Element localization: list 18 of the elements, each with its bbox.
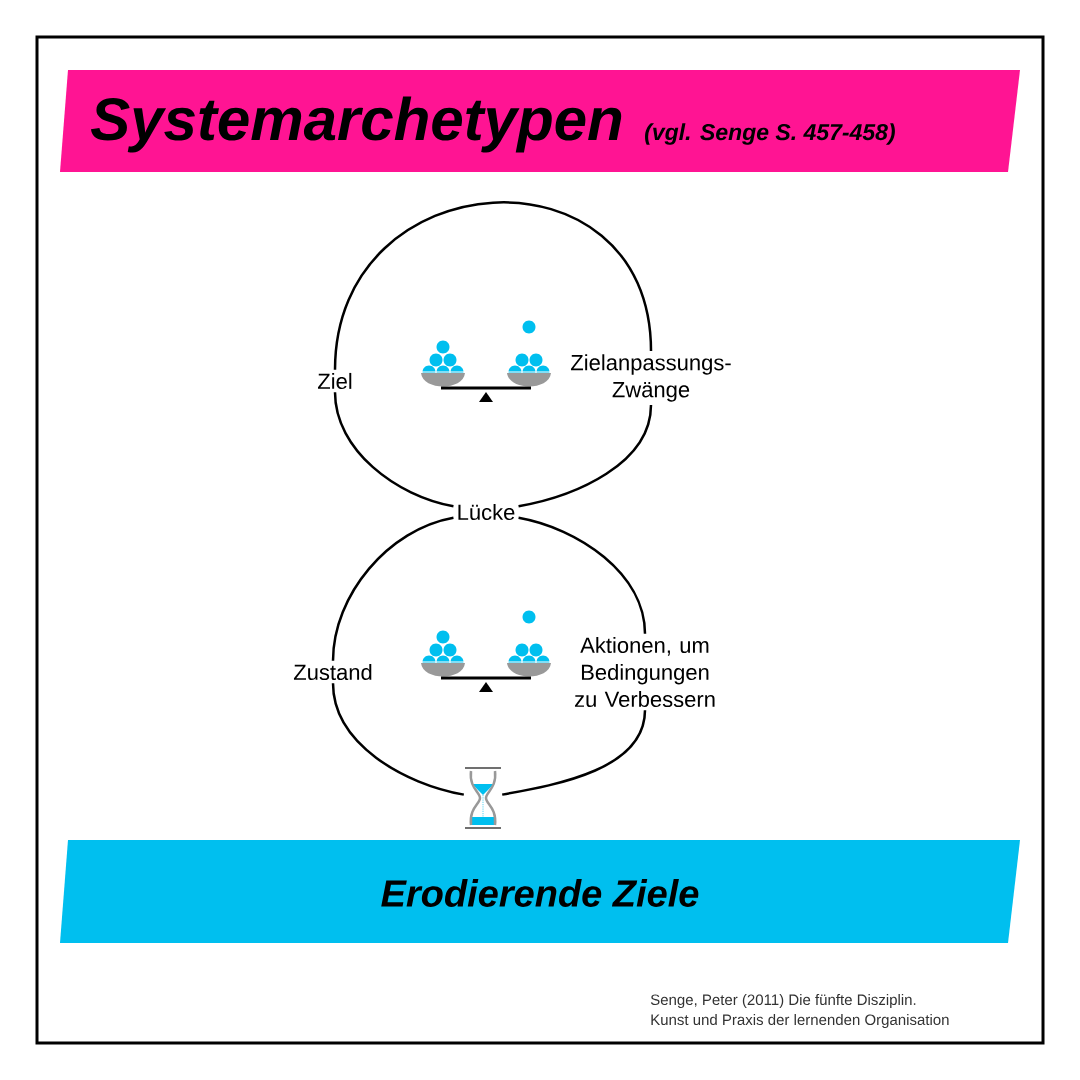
subtitle: (vgl. Senge S. 457-458) bbox=[645, 123, 895, 145]
loop-arc bbox=[333, 392, 454, 508]
hourglass-icon bbox=[464, 767, 502, 829]
loop-arc bbox=[518, 516, 647, 634]
title: Systemarchetypen bbox=[90, 96, 622, 153]
loop-arc bbox=[518, 404, 653, 508]
loop-label: Aktionen, um Bedingungen zu Verbessern bbox=[557, 633, 733, 711]
loop-arc bbox=[502, 710, 647, 796]
caption: Erodierende Ziele bbox=[381, 879, 699, 907]
reference-text: Senge, Peter (2011) Die fünfte Disziplin. bbox=[650, 994, 916, 1008]
loop-label: Zustand bbox=[290, 660, 376, 684]
loop-arc bbox=[333, 201, 653, 370]
reference-text: Kunst und Praxis der lernenden Organisation bbox=[651, 1014, 949, 1028]
loop-arc bbox=[331, 516, 454, 661]
loop-label: Zielanpassungs- Zwänge bbox=[553, 351, 749, 405]
loop-label: Ziel bbox=[314, 369, 356, 393]
loop-arc bbox=[331, 683, 465, 796]
loop-label: Lücke bbox=[453, 500, 519, 524]
